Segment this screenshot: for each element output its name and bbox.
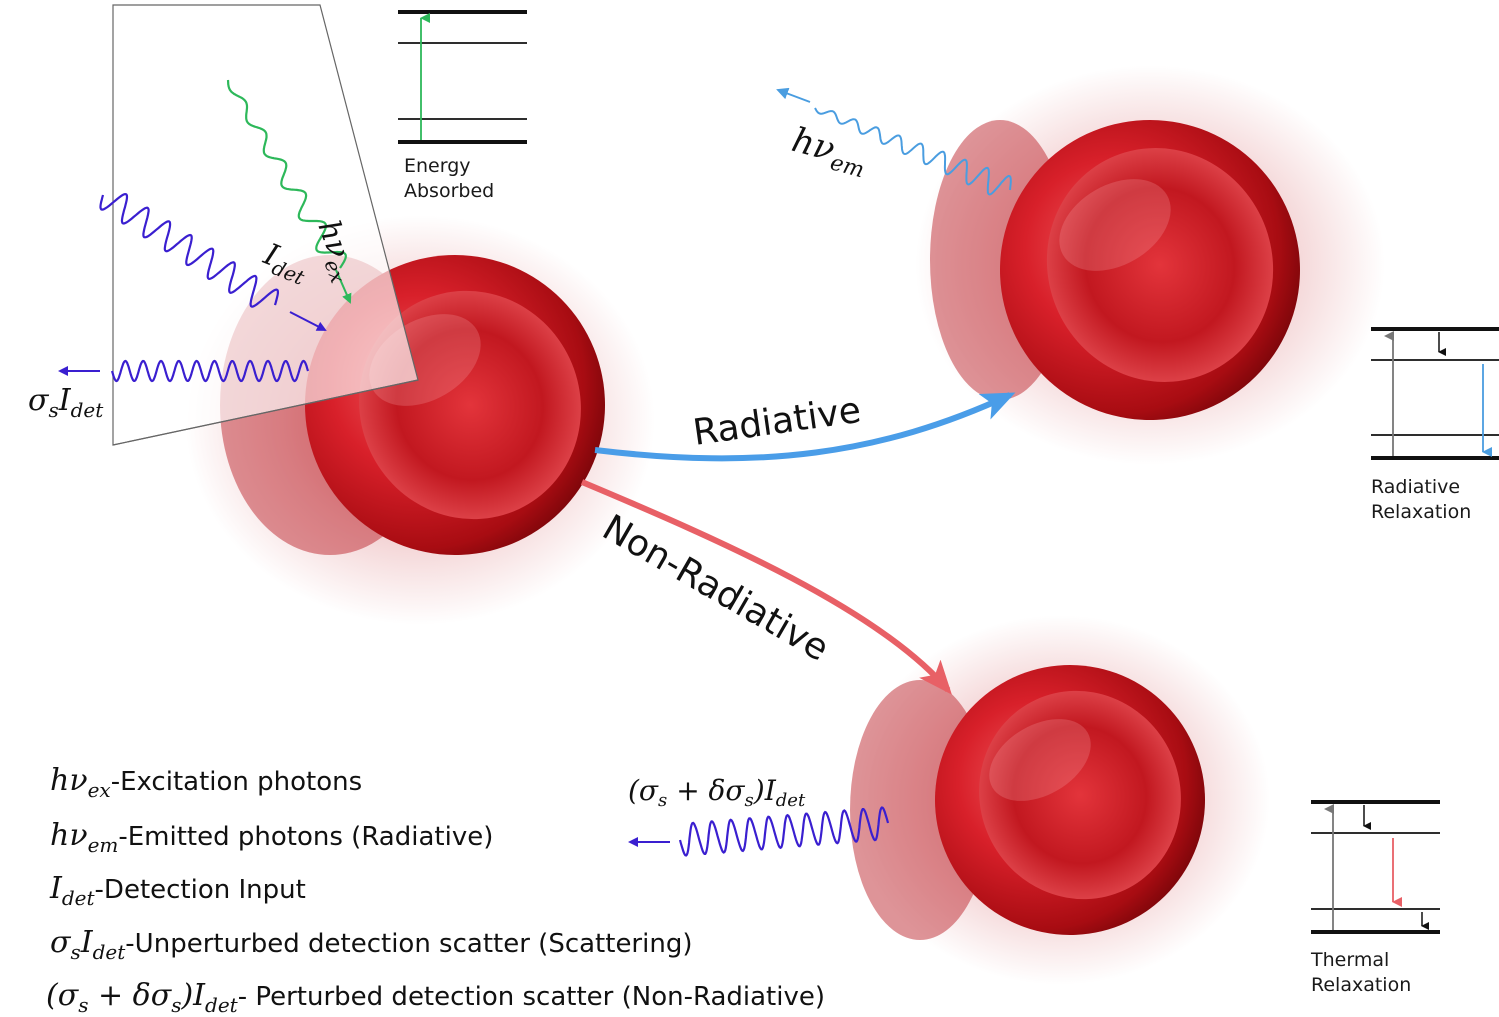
- non-radiative-arrow: [580, 479, 952, 695]
- energy-absorbed-label-1: Energy: [404, 155, 471, 177]
- non-radiative-label: Non-Radiative: [596, 507, 836, 669]
- thermal-relaxation-label-1: Thermal: [1310, 949, 1389, 971]
- scatter-symbol: σsIdet: [28, 383, 104, 422]
- perturbed-scatter-wave: [678, 806, 890, 857]
- legend-item-3: Idet-Detection Input: [49, 871, 306, 910]
- energy-absorbed-diagram: [398, 10, 527, 144]
- thermal-relaxation-label-2: Relaxation: [1311, 974, 1411, 996]
- radiative-relaxation-label-1: Radiative: [1371, 476, 1460, 498]
- wedge-edge: [112, 379, 419, 446]
- radiative-relaxation-diagram: [1371, 327, 1499, 460]
- radiative-label: Radiative: [691, 390, 864, 454]
- red-blood-cell-2: [915, 65, 1385, 465]
- incidence-wedge: [112, 4, 419, 446]
- legend-item-1: hνex-Excitation photons: [50, 763, 362, 802]
- excitation-photon-wave: [226, 79, 347, 269]
- perturbed-scatter-symbol: (σs + δσs)Idet: [628, 774, 806, 811]
- emission-photon-wave: [814, 107, 1012, 196]
- radiative-relaxation-label-2: Relaxation: [1371, 501, 1471, 523]
- legend: hνex-Excitation photons hνem-Emitted pho…: [46, 763, 825, 1017]
- emission-arrow: [776, 87, 811, 103]
- legend-item-5: (σs + δσs)Idet- Perturbed detection scat…: [46, 978, 825, 1017]
- radiative-arrow: [594, 392, 1016, 462]
- thermal-relaxation-diagram: [1311, 800, 1440, 934]
- excitation-arrow: [335, 269, 352, 304]
- detection-photon-wave: [99, 192, 279, 308]
- legend-item-4: σsIdet-Unperturbed detection scatter (Sc…: [50, 925, 692, 964]
- detection-arrow: [289, 311, 327, 331]
- red-blood-cell-3: [850, 615, 1270, 985]
- legend-item-2: hνem-Emitted photons (Radiative): [50, 818, 493, 857]
- scatter-photon-wave: [110, 359, 310, 383]
- energy-absorbed-label-2: Absorbed: [404, 180, 494, 202]
